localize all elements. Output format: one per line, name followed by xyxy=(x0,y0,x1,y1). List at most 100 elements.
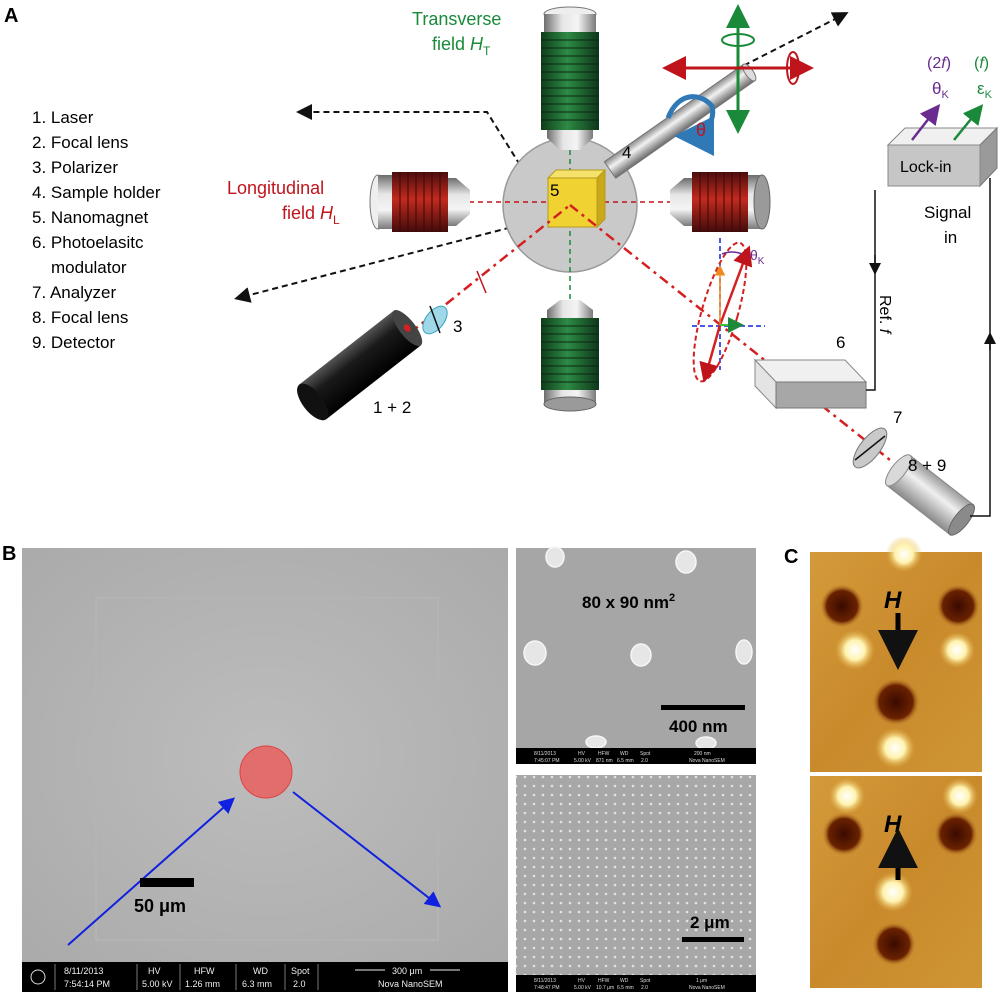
panel-a: A 1. Laser 2. Focal lens 3. Polarizer 4.… xyxy=(4,4,999,536)
panel-a-label: A xyxy=(4,5,18,27)
label-nanomagnet: 5 xyxy=(550,181,559,200)
panel-b-label: B xyxy=(2,543,16,565)
svg-text:field HL: field HL xyxy=(282,203,340,227)
svg-text:2.0: 2.0 xyxy=(641,985,648,991)
legend-item: 4. Sample holder xyxy=(32,183,161,202)
svg-text:HV: HV xyxy=(578,751,586,757)
svg-text:7:45:07 PM: 7:45:07 PM xyxy=(534,758,560,764)
legend-item: 3. Polarizer xyxy=(32,158,118,177)
incident-beam xyxy=(409,204,571,334)
svg-text:Nova NanoSEM: Nova NanoSEM xyxy=(689,758,725,764)
svg-text:WD: WD xyxy=(620,978,629,984)
scale-bar-2um xyxy=(682,937,744,942)
svg-text:5.00 kV: 5.00 kV xyxy=(574,758,592,764)
panel-b: B 50 μm 8/11/2013 7:54:14 PM HV 5.00 kV … xyxy=(2,543,756,992)
pattern-square-outline xyxy=(95,597,439,941)
scale-label-50um: 50 μm xyxy=(134,896,186,916)
svg-text:8/11/2013: 8/11/2013 xyxy=(64,966,103,976)
svg-text:1 μm: 1 μm xyxy=(696,978,707,984)
svg-text:Nova NanoSEM: Nova NanoSEM xyxy=(689,985,725,991)
svg-text:Longitudinal: Longitudinal xyxy=(227,178,324,198)
scale-bar-50um xyxy=(140,878,194,887)
field-axis-arrows xyxy=(662,4,814,134)
output-theta-k: θK xyxy=(932,79,949,101)
output-2f-label: (2f) xyxy=(927,55,951,72)
panel-c: C H H xyxy=(784,536,982,988)
mfm-spots-top xyxy=(820,536,980,768)
transverse-field-label: Transverse field HT xyxy=(412,9,501,58)
output-eps-k: εK xyxy=(977,79,993,101)
signal-in-label-2: in xyxy=(944,228,957,247)
legend-item: modulator xyxy=(51,258,127,277)
svg-text:6.5 mm: 6.5 mm xyxy=(617,985,634,991)
svg-text:7:54:14 PM: 7:54:14 PM xyxy=(64,979,110,989)
svg-text:Spot: Spot xyxy=(291,966,310,976)
svg-text:871 nm: 871 nm xyxy=(596,758,613,764)
legend-item: 1. Laser xyxy=(32,108,94,127)
svg-text:300 μm: 300 μm xyxy=(392,966,422,976)
photoelastic-modulator xyxy=(753,358,868,410)
laser-spot xyxy=(239,745,293,799)
legend-item: 9. Detector xyxy=(32,333,115,352)
svg-text:10.7 μm: 10.7 μm xyxy=(596,985,614,991)
theta-rotation-arrow xyxy=(665,94,716,156)
svg-text:HFW: HFW xyxy=(194,966,215,976)
svg-text:200 nm: 200 nm xyxy=(694,751,711,757)
longitudinal-field-label: Longitudinal field HL xyxy=(227,178,340,227)
signal-wiring xyxy=(866,178,996,517)
svg-text:HV: HV xyxy=(578,978,586,984)
label-analyzer: 7 xyxy=(893,408,902,427)
analyzer-axis xyxy=(854,435,886,461)
field-label-top: H xyxy=(884,587,902,614)
transverse-magnet-bottom xyxy=(541,300,599,412)
svg-text:HV: HV xyxy=(148,966,161,976)
transverse-magnet-top xyxy=(541,6,599,150)
dimensions-label: 80 x 90 nm2 xyxy=(582,592,675,612)
svg-text:WD: WD xyxy=(620,751,629,757)
label-pem: 6 xyxy=(836,333,845,352)
svg-text:Spot: Spot xyxy=(640,978,651,984)
svg-text:5.00 kV: 5.00 kV xyxy=(142,979,173,989)
svg-text:Transverse: Transverse xyxy=(412,9,501,29)
reflected-beam-arrow xyxy=(292,791,442,908)
label-detector: 8 + 9 xyxy=(908,456,946,475)
sem-small-bottom-image xyxy=(516,775,756,975)
svg-text:8/11/2013: 8/11/2013 xyxy=(534,978,556,984)
label-sample-holder: 4 xyxy=(622,143,631,162)
sem-info-bar-bottom: 8/11/2013 7:48:47 PM HV 5.00 kV HFW 10.7… xyxy=(516,975,756,992)
svg-text:2.0: 2.0 xyxy=(641,758,648,764)
legend-item: 2. Focal lens xyxy=(32,133,128,152)
nanomagnet xyxy=(546,168,607,229)
legend-item: 7. Analyzer xyxy=(32,283,116,302)
lock-in-amplifier xyxy=(886,126,999,188)
polarizer-axis xyxy=(429,305,441,334)
svg-text:HFW: HFW xyxy=(598,751,610,757)
nanomagnet-dots xyxy=(523,546,753,750)
svg-text:Nova NanoSEM: Nova NanoSEM xyxy=(378,979,443,989)
legend-item: 5. Nanomagnet xyxy=(32,208,149,227)
label-polarizer: 3 xyxy=(453,317,462,336)
svg-text:5.00 kV: 5.00 kV xyxy=(574,985,592,991)
longitudinal-magnet-left xyxy=(369,172,470,232)
output-f-label: (f) xyxy=(974,55,989,72)
legend-item: 6. Photoelasitc xyxy=(32,233,144,252)
svg-text:6.5 mm: 6.5 mm xyxy=(617,758,634,764)
detector xyxy=(885,454,975,536)
output-arrow-eps xyxy=(953,104,984,141)
sem-info-bar-top: 8/11/2013 7:45:07 PM HV 5.00 kV HFW 871 … xyxy=(516,748,756,764)
incident-beam-arrow xyxy=(67,797,235,946)
svg-text:1.26 mm: 1.26 mm xyxy=(185,979,220,989)
field-label-bottom: H xyxy=(884,811,902,838)
legend-item: 8. Focal lens xyxy=(32,308,128,327)
theta-label: θ xyxy=(696,120,706,140)
incident-polarization xyxy=(476,270,487,294)
theta-k-label: θK xyxy=(750,247,765,267)
output-arrow-theta xyxy=(911,104,941,141)
panel-c-label: C xyxy=(784,546,798,568)
scale-bar-400nm xyxy=(661,705,745,710)
lock-in-label: Lock-in xyxy=(900,159,952,176)
longitudinal-magnet-right xyxy=(670,172,771,232)
svg-text:8/11/2013: 8/11/2013 xyxy=(534,751,556,757)
svg-text:HFW: HFW xyxy=(598,978,610,984)
